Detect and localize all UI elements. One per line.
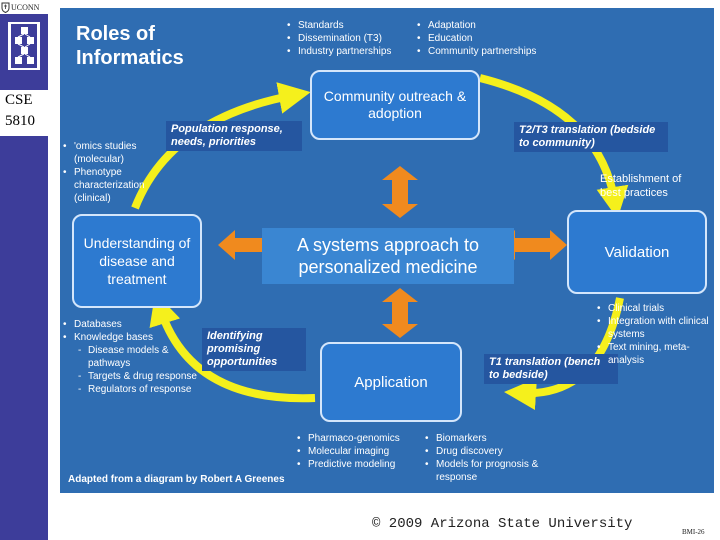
left-upper-list: 'omics studies (molecular) Phenotype cha…: [62, 140, 170, 205]
top-list-b: Adaptation Education Community partnersh…: [416, 19, 566, 58]
left-lower-list: Databases Knowledge bases Disease models…: [62, 318, 212, 396]
bottom-list-a: Pharmaco-genomics Molecular imaging Pred…: [296, 432, 426, 471]
sidebar: [0, 0, 48, 540]
label-identifying-opportunities: Identifying promising opportunities: [202, 328, 306, 371]
center-concept: A systems approach to personalized medic…: [262, 228, 514, 284]
list-sub-item: Regulators of response: [62, 383, 212, 396]
list-item: Databases: [62, 318, 212, 331]
box-application: Application: [320, 342, 462, 422]
course-label: CSE 5810: [0, 90, 48, 136]
title-line-1: Roles of: [76, 23, 155, 45]
box-understanding: Understanding of disease and treatment: [72, 214, 202, 308]
bottom-list-b: Biomarkers Drug discovery Models for pro…: [424, 432, 564, 484]
uconn-text: UCONN: [11, 2, 40, 12]
list-item: Predictive modeling: [296, 458, 426, 471]
list-item: Text mining, meta-analysis: [596, 341, 710, 367]
credit-text: Adapted from a diagram by Robert A Green…: [68, 474, 285, 485]
course-code: CSE: [5, 92, 33, 108]
list-item: Phenotype characterization (clinical): [62, 166, 170, 205]
list-item: Dissemination (T3): [286, 32, 416, 45]
university-seal-icon: [1, 2, 10, 13]
list-item: Adaptation: [416, 19, 566, 32]
slide-title: Roles of Informatics: [76, 22, 184, 70]
arrow-up-down-top: [382, 166, 418, 218]
uconn-header: UCONN: [0, 0, 48, 14]
list-item: Community partnerships: [416, 45, 566, 58]
arrow-left-right-right: [498, 230, 567, 260]
box-community-outreach: Community outreach & adoption: [310, 70, 480, 140]
list-item: Knowledge bases: [62, 331, 212, 344]
establishment-text: Establishment of best practices: [600, 173, 682, 199]
list-item: Clinical trials: [596, 302, 710, 315]
list-item: Models for prognosis & response: [424, 458, 564, 484]
label-population-response: Population response, needs, priorities: [166, 121, 302, 151]
list-item: Integration with clinical systems: [596, 315, 710, 341]
title-line-2: Informatics: [76, 47, 184, 69]
list-item: Industry partnerships: [286, 45, 416, 58]
diagram-slide: Roles of Informatics Standards Dissemina…: [60, 8, 714, 493]
network-logo-icon: [8, 22, 40, 70]
list-item: Drug discovery: [424, 445, 564, 458]
copyright-footer: © 2009 Arizona State University: [372, 516, 633, 532]
top-list-a: Standards Dissemination (T3) Industry pa…: [286, 19, 416, 58]
list-item: Molecular imaging: [296, 445, 426, 458]
list-item: Education: [416, 32, 566, 45]
list-sub-item: Targets & drug response: [62, 370, 212, 383]
page-number: BMI-26: [682, 528, 705, 536]
label-t2-t3-translation: T2/T3 translation (bedside to community): [514, 122, 668, 152]
list-item: Pharmaco-genomics: [296, 432, 426, 445]
course-number: 5810: [5, 113, 35, 129]
box-validation: Validation: [567, 210, 707, 294]
arrow-up-down-bottom: [382, 288, 418, 338]
list-item: Biomarkers: [424, 432, 564, 445]
list-sub-item: Disease models & pathways: [62, 344, 212, 370]
list-item: Standards: [286, 19, 416, 32]
validation-list: Clinical trials Integration with clinica…: [596, 302, 710, 367]
list-item: 'omics studies (molecular): [62, 140, 170, 166]
